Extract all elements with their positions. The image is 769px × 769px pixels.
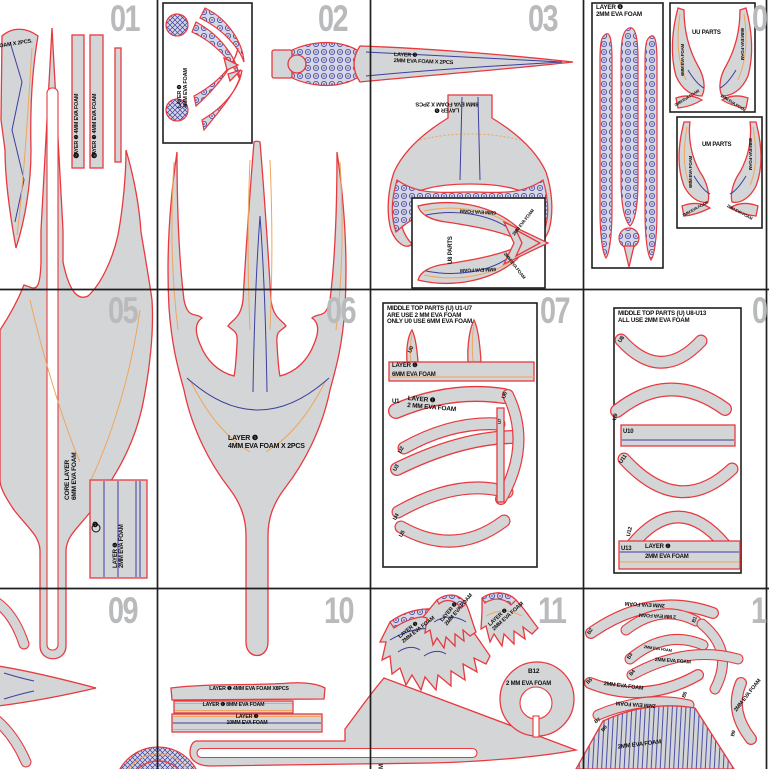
piece-2mm-rect-05 xyxy=(89,479,148,579)
piece-strips-01 xyxy=(71,34,122,169)
label-strip2: LAYER ❶ 8MM EVA FOAM xyxy=(202,702,265,708)
label-u0-layer: LAYER ❶ xyxy=(392,363,418,369)
piece-um-parts-box xyxy=(676,116,763,229)
piece-b12-ring xyxy=(499,661,575,738)
mark-p01-strip-b: ❸ xyxy=(91,153,98,160)
label-p01-strip-b: LAYER ❸ 4MM EVA FOAM xyxy=(92,93,98,158)
tag-u10: U10 xyxy=(623,429,634,435)
page-number-02: 02 xyxy=(318,0,349,39)
tag-u1: U1 xyxy=(392,399,400,405)
piece-core-trident xyxy=(0,27,154,660)
piece-layer4-box xyxy=(591,2,664,269)
page-number-12: 1 xyxy=(751,590,767,631)
label-p01-strip-a: LAYER ❷ 4MM EVA FOAM xyxy=(74,93,80,158)
label-strip1: LAYER ❶ 4MM EVA FOAM X8PCS xyxy=(209,686,289,692)
page-number-05: 05 xyxy=(108,290,139,331)
label-uu-left-horn: 6MM EVA FOAM xyxy=(680,43,685,76)
piece-left-blade xyxy=(0,28,39,249)
page-number-03: 03 xyxy=(528,0,559,39)
page-number-10: 10 xyxy=(324,590,355,631)
tag-u7: U7 xyxy=(497,418,502,424)
label-u13-foam: 2MM EVA FOAM xyxy=(645,554,689,560)
piece-uu-parts-box xyxy=(669,2,756,113)
piece-strips-10 xyxy=(170,682,326,733)
piece-dagger xyxy=(271,41,574,87)
label-um-right-horn: 6MM EVA FOAM xyxy=(748,138,753,171)
page-number-11: 11 xyxy=(538,590,567,631)
page-number-08: 0 xyxy=(752,290,768,331)
label-blade-partial: M xyxy=(379,764,385,769)
piece-u8-parts-box xyxy=(411,197,550,289)
page-number-04: 0 xyxy=(752,0,768,39)
page-number-09: 09 xyxy=(108,590,139,631)
label-u8-parts-title: U8 PARTS xyxy=(448,236,454,264)
piece-trident-head xyxy=(167,140,347,657)
tag-u13: U13 xyxy=(621,546,632,552)
page-number-07: 07 xyxy=(540,290,571,331)
piece-u-box-08 xyxy=(610,307,742,574)
piece-fragments-09 xyxy=(0,598,197,769)
label-b12: 2 MM EVA FOAM xyxy=(506,681,552,687)
page-number-01: 01 xyxy=(110,0,141,39)
label-uu-parts-title: UU PARTS xyxy=(692,30,721,36)
label-u0-foam: 6MM EVA FOAM xyxy=(392,372,436,378)
piece-u-box-07 xyxy=(382,302,538,568)
page-number-06: 06 xyxy=(326,290,357,331)
mark-p01-strip-a: ❷ xyxy=(73,153,80,160)
mark-p05-rect: ❶ xyxy=(92,522,99,529)
tag-b12: B12 xyxy=(528,668,540,675)
piece-wings xyxy=(378,592,539,692)
piece-bottom-blade xyxy=(189,677,579,767)
piece-ornament-box xyxy=(162,2,253,144)
piece-b-arcs xyxy=(575,599,757,769)
label-um-left-horn: 6MM EVA FOAM xyxy=(688,155,693,188)
label-u13-layer: LAYER ❶ xyxy=(645,544,671,550)
label-um-parts-title: UM PARTS xyxy=(702,142,732,148)
label-uu-right-horn: 6MM EVA FOAM xyxy=(740,28,745,61)
